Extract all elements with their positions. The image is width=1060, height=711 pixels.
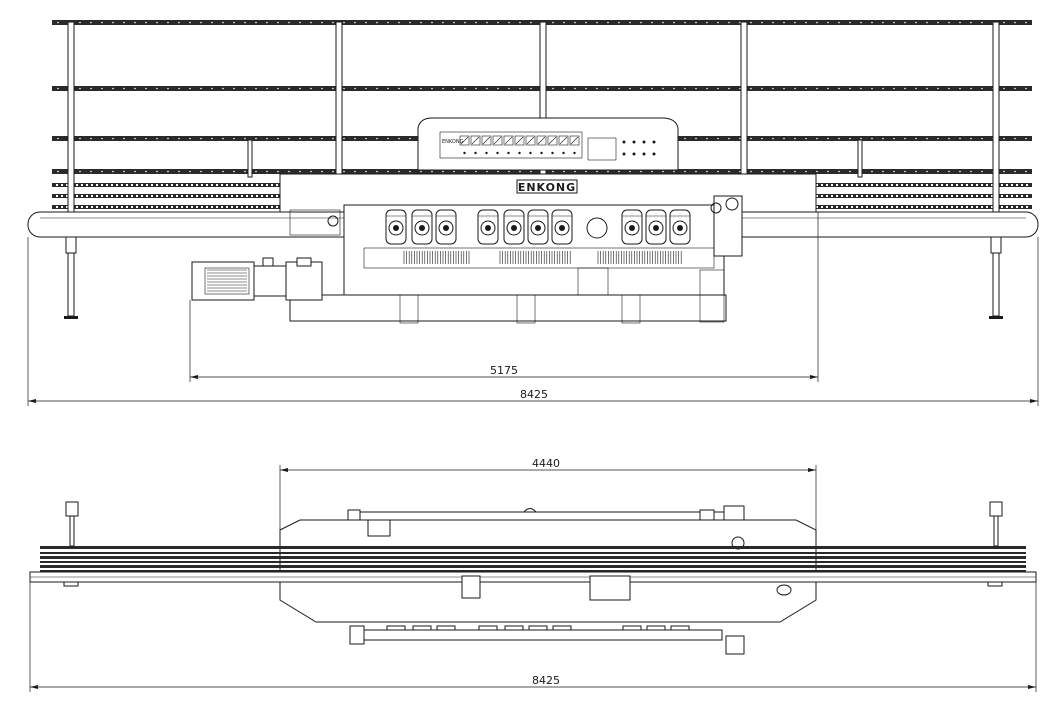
top-conveyor-rails	[29, 546, 1037, 587]
rack-posts	[67, 21, 1000, 318]
panel-switch-row	[459, 135, 580, 155]
front-view: ENKONG ENKONG	[27, 20, 1039, 406]
grinding-heads	[385, 209, 691, 245]
dimension-5175: 5175	[189, 212, 819, 382]
polishing-wheel	[586, 217, 608, 239]
support-legs	[64, 236, 1003, 319]
dim-total-length-top: 8425	[532, 674, 560, 687]
dim-total-length-front: 8425	[520, 388, 548, 401]
panel-brand-label: ENKONG	[442, 139, 464, 145]
end-clamps	[65, 501, 1003, 547]
vent-slots	[403, 251, 682, 264]
top-view: 4440	[29, 457, 1037, 692]
dimension-8425-top: 8425	[29, 582, 1037, 692]
panel-buttons	[622, 140, 656, 156]
dim-machine-width: 4440	[532, 457, 560, 470]
dim-machine-length: 5175	[490, 364, 518, 377]
drive-motor	[191, 257, 323, 301]
dimension-8425-front: 8425	[27, 237, 1039, 406]
control-panel: ENKONG	[417, 117, 679, 171]
dimension-4440: 4440	[279, 457, 817, 530]
brand-logo: ENKONG	[518, 181, 576, 194]
